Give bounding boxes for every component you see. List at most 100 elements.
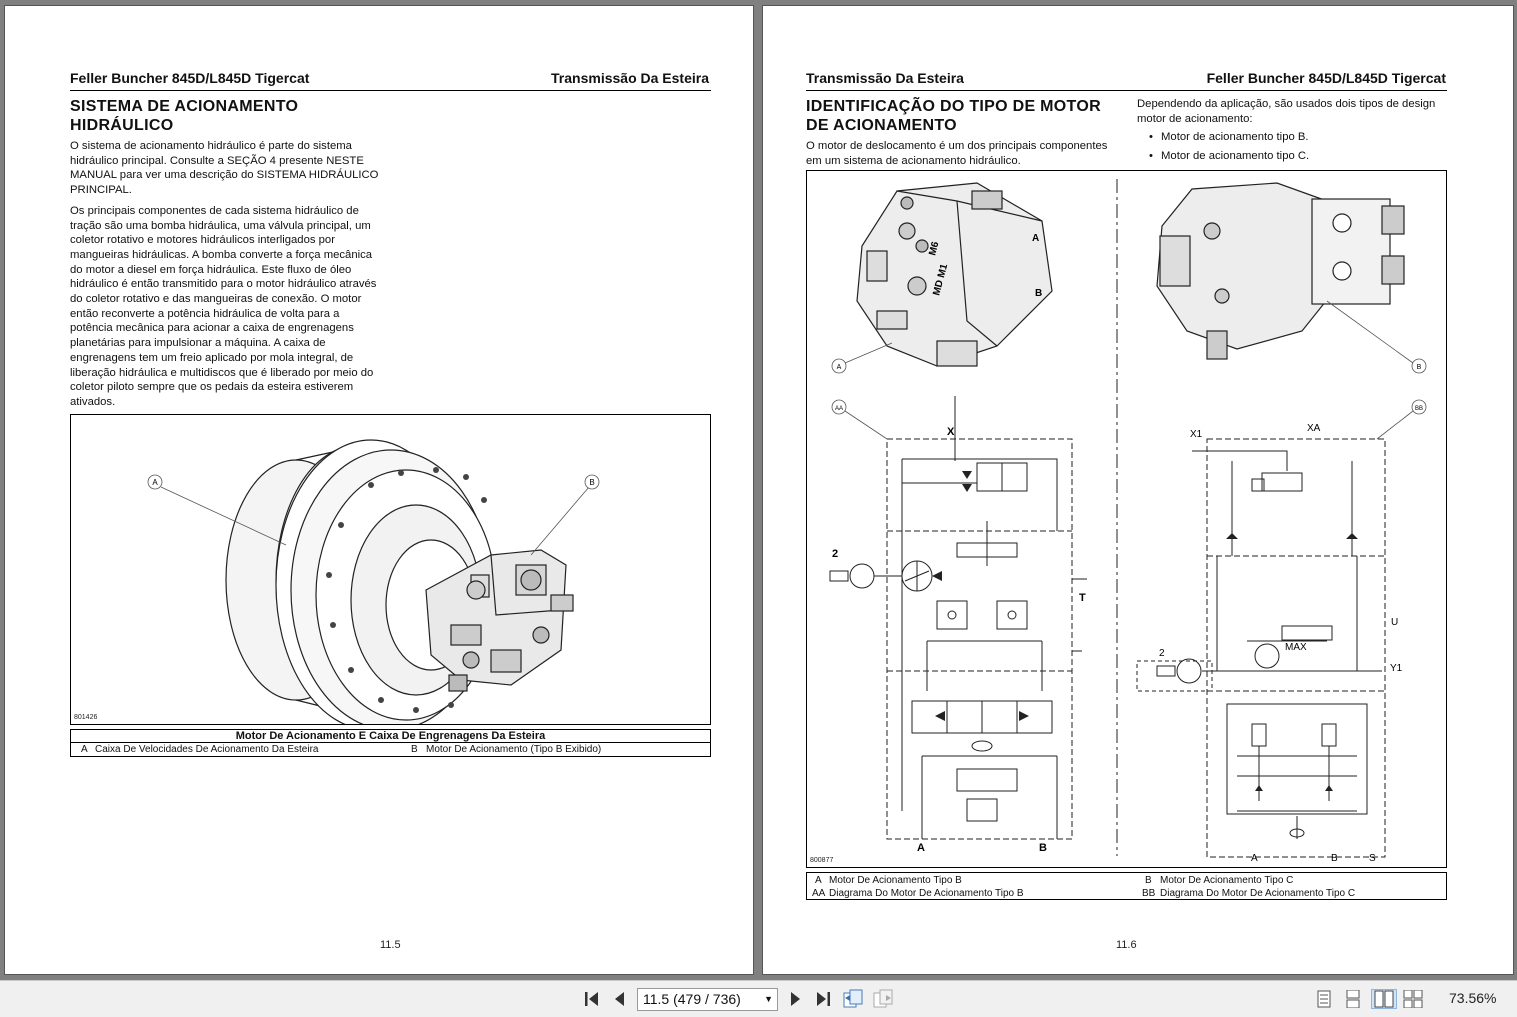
caption-key: A (815, 875, 822, 886)
section-title-line2: DE ACIONAMENTO (806, 117, 957, 134)
motor-types-illustration: M6 MD M1 A B (829, 179, 1427, 864)
header-left: Feller Buncher 845D/L845D Tigercat (70, 70, 310, 86)
caption-row: A Motor De Acionamento Tipo B B Motor De… (807, 874, 1446, 887)
section-title: IDENTIFICAÇÃO DO TIPO DE MOTOR DE ACIONA… (806, 97, 1101, 135)
label-u: U (1391, 617, 1398, 628)
header-right: Feller Buncher 845D/L845D Tigercat (1206, 70, 1446, 86)
caption-key: AA (812, 888, 826, 899)
callout-aa: AA (835, 406, 843, 412)
caption-text: Motor De Acionamento (Tipo B Exibido) (426, 744, 602, 755)
bullet-list: Motor de acionamento tipo B. Motor de ac… (1149, 128, 1309, 166)
chevron-down-icon: ▼ (764, 994, 773, 1004)
go-back-view-button[interactable] (842, 989, 864, 1009)
viewer-toolbar: 11.5 (479 / 736) ▼ 73.56% (0, 980, 1517, 1017)
header-left: Transmissão Da Esteira (806, 70, 964, 86)
figure-drive-motor-gearbox: A B 801426 (70, 414, 711, 731)
figure-motor-types: M6 MD M1 A B (806, 170, 1447, 868)
header-rule (70, 90, 711, 91)
two-page-view-button[interactable] (1371, 989, 1397, 1009)
label-port-a: A (917, 842, 925, 854)
label-port-s: S (1369, 853, 1376, 864)
last-page-button[interactable] (813, 989, 833, 1009)
callout-b: B (589, 478, 594, 487)
gearbox-illustration: A B (147, 439, 600, 731)
bullet-item: Motor de acionamento tipo B. (1149, 128, 1309, 147)
figure-caption-table: Motor De Acionamento E Caixa De Engrenag… (70, 729, 711, 757)
label-t: T (1079, 592, 1086, 604)
section-title-line1: SISTEMA DE ACIONAMENTO (70, 98, 299, 115)
two-page-icon (1374, 990, 1394, 1008)
single-page-icon (1317, 990, 1331, 1008)
caption-text: Diagrama Do Motor De Acionamento Tipo B (829, 888, 1024, 899)
previous-page-button[interactable] (610, 989, 630, 1009)
label-port-b: B (1331, 853, 1338, 864)
two-page-continuous-view-button[interactable] (1402, 989, 1424, 1009)
page-number-select[interactable]: 11.5 (479 / 736) ▼ (637, 988, 778, 1011)
caption-text: Caixa De Velocidades De Acionamento Da E… (95, 744, 319, 755)
caption-row: AA Diagrama Do Motor De Acionamento Tipo… (807, 887, 1446, 900)
figure-id: 800877 (810, 857, 834, 864)
figure-caption-table: A Motor De Acionamento Tipo B B Motor De… (806, 872, 1447, 900)
first-page-icon (585, 992, 598, 1006)
previous-page-icon (615, 992, 624, 1006)
continuous-page-icon (1346, 990, 1360, 1008)
svg-text:M6: M6 (927, 240, 941, 257)
back-view-icon (843, 989, 863, 1008)
caption-text: Motor De Acionamento Tipo C (1160, 875, 1294, 886)
paragraph: O motor de deslocamento é um dos princip… (806, 140, 1108, 167)
last-page-icon (817, 992, 830, 1006)
svg-text:A: A (1032, 233, 1039, 244)
header-right: Transmissão Da Esteira (551, 70, 709, 86)
paragraph: Os principais componentes de cada sistem… (70, 204, 377, 408)
page-right: Transmissão Da Esteira Feller Buncher 84… (762, 5, 1514, 975)
paragraph: Dependendo da aplicação, são usados dois… (1137, 98, 1436, 125)
body-text: O sistema de acionamento hidráulico é pa… (70, 139, 385, 416)
page-indicator: 11.5 (479 / 736) (643, 991, 741, 1007)
label-xa: XA (1307, 423, 1321, 434)
page-number: 11.6 (1116, 939, 1137, 951)
page-left: Feller Buncher 845D/L845D Tigercat Trans… (4, 5, 754, 975)
caption-key: BB (1142, 888, 1156, 899)
callout-bb: BB (1415, 406, 1423, 412)
two-page-continuous-icon (1403, 990, 1423, 1008)
caption-row: A Caixa De Velocidades De Acionamento Da… (71, 743, 710, 756)
callout-b: B (1417, 364, 1422, 371)
single-page-view-button[interactable] (1313, 989, 1335, 1009)
caption-text: Motor De Acionamento Tipo B (829, 875, 962, 886)
body-text: O motor de deslocamento é um dos princip… (806, 139, 1116, 174)
label-2: 2 (1159, 648, 1165, 659)
schematic-bb (1136, 438, 1386, 858)
label-x: X (947, 426, 955, 438)
next-page-button[interactable] (785, 989, 805, 1009)
callout-a: A (837, 364, 842, 371)
caption-key: B (1145, 875, 1152, 886)
callout-a: A (152, 478, 158, 487)
figure-id: 801426 (74, 714, 98, 721)
caption-key: B (411, 744, 418, 755)
first-page-button[interactable] (582, 989, 602, 1009)
caption-text: Diagrama Do Motor De Acionamento Tipo C (1160, 888, 1356, 899)
svg-text:B: B (1035, 288, 1042, 299)
intro-text: Dependendo da aplicação, são usados dois… (1137, 97, 1449, 132)
label-x1: X1 (1190, 429, 1203, 440)
next-page-icon (791, 992, 800, 1006)
label-2: 2 (832, 548, 838, 560)
forward-view-icon (873, 989, 893, 1008)
bullet-item: Motor de acionamento tipo C. (1149, 147, 1309, 166)
document-viewport[interactable]: Feller Buncher 845D/L845D Tigercat Trans… (0, 0, 1517, 980)
go-forward-view-button[interactable] (872, 989, 894, 1009)
section-title: SISTEMA DE ACIONAMENTO HIDRÁULICO (70, 97, 298, 135)
section-title-line2: HIDRÁULICO (70, 117, 174, 134)
caption-key: A (81, 744, 88, 755)
label-port-b: B (1039, 842, 1047, 854)
label-y1: Y1 (1390, 663, 1403, 674)
page-number: 11.5 (380, 939, 401, 951)
schematic-aa (829, 396, 1087, 840)
label-port-a: A (1251, 853, 1258, 864)
caption-title: Motor De Acionamento E Caixa De Engrenag… (71, 730, 710, 743)
label-max: MAX (1285, 642, 1307, 653)
paragraph: O sistema de acionamento hidráulico é pa… (70, 140, 379, 197)
zoom-level[interactable]: 73.56% (1449, 990, 1497, 1006)
continuous-view-button[interactable] (1342, 989, 1364, 1009)
header-rule (806, 90, 1447, 91)
